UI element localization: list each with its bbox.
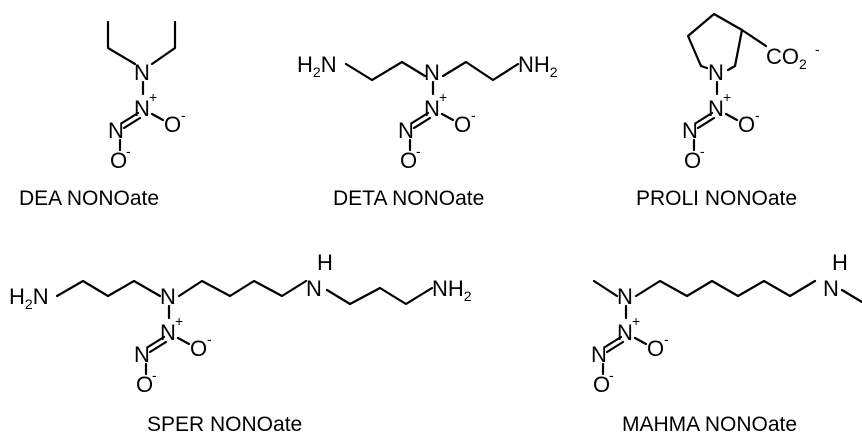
bond	[694, 111, 714, 125]
bond	[440, 112, 455, 122]
bond	[603, 335, 623, 349]
caption-proli-nonoate: PROLI NONOate	[636, 187, 797, 210]
atom-o-minus: O	[110, 148, 127, 173]
caption-mahma-nonoate: MAHMA NONOate	[622, 413, 797, 434]
atom-h2n: H2N	[297, 52, 337, 80]
charge-minus: -	[664, 331, 669, 347]
atom-amine-n: N	[134, 60, 150, 85]
charge-minus: -	[815, 41, 820, 57]
atom-nplus: N	[708, 96, 724, 121]
bond	[634, 279, 817, 298]
charge-plus: +	[149, 89, 157, 105]
atom-o-minus: O	[190, 336, 207, 361]
structure-dea-nonoate: N N + O - N O - DEA NONOate	[19, 20, 186, 210]
charge-minus: -	[609, 367, 614, 383]
structure-proli-nonoate: N CO2 - N + O - N O - PROLI NONOate	[636, 12, 820, 210]
atom-h: H	[832, 250, 848, 275]
caption-sper-nonoate: SPER NONOate	[147, 413, 302, 434]
charge-minus: -	[126, 143, 131, 159]
atom-o-minus: O	[647, 336, 664, 361]
atom-o-minus: O	[164, 112, 181, 137]
charge-minus: -	[181, 107, 186, 123]
atom-nh2: NH2	[518, 52, 558, 80]
bond	[686, 12, 744, 68]
atom-n-double: N	[108, 118, 124, 143]
atom-o-minus: O	[136, 372, 153, 397]
bond	[740, 28, 768, 48]
charge-minus: -	[755, 107, 760, 123]
bond	[344, 60, 427, 82]
bond	[441, 60, 520, 82]
atom-nplus: N	[134, 96, 150, 121]
atom-amine-n: N	[160, 284, 176, 309]
atom-o-minus: O	[738, 112, 755, 137]
atom-amine-n: N	[617, 284, 633, 309]
bond	[120, 111, 140, 125]
charge-minus: -	[152, 367, 157, 383]
bond	[699, 64, 709, 70]
atom-o-minus: O	[400, 148, 417, 173]
atom-nh-n: N	[306, 276, 322, 301]
atom-n-double: N	[398, 118, 414, 143]
bond	[177, 279, 308, 298]
atom-nh2: NH2	[432, 276, 472, 304]
charge-plus: +	[632, 313, 640, 329]
charge-plus: +	[439, 89, 447, 105]
charge-plus: +	[175, 313, 183, 329]
charge-minus: -	[700, 143, 705, 159]
structure-mahma-nonoate: N H N N + O - N O - MAHMA NONOate	[591, 250, 862, 434]
charge-minus: -	[416, 143, 421, 159]
bond	[325, 286, 434, 306]
bond	[840, 288, 862, 304]
charge-plus: +	[723, 89, 731, 105]
bond	[148, 340, 168, 354]
bond	[592, 279, 619, 298]
structure-sper-nonoate: H2N N H N NH2 N + O - N O - SPER NONOate	[9, 250, 472, 434]
bond	[696, 116, 716, 130]
caption-deta-nonoate: DETA NONOate	[333, 187, 484, 210]
bond	[150, 20, 177, 66]
atom-n-double: N	[682, 118, 698, 143]
atom-nh-n: N	[823, 276, 839, 301]
bond	[726, 64, 737, 72]
bond	[122, 116, 142, 130]
atom-n-double: N	[591, 342, 607, 367]
atom-h: H	[317, 250, 333, 275]
atom-ring-n: N	[708, 60, 724, 85]
atom-nplus: N	[424, 96, 440, 121]
charge-minus: -	[471, 107, 476, 123]
caption-dea-nonoate: DEA NONOate	[19, 187, 159, 210]
atom-amine-n: N	[424, 60, 440, 85]
bond	[55, 279, 162, 298]
bond	[633, 336, 648, 346]
bond	[146, 335, 166, 349]
atom-n-double: N	[134, 342, 150, 367]
atom-o-minus: O	[454, 112, 471, 137]
bond	[106, 20, 137, 66]
bond	[412, 116, 432, 130]
atom-nplus: N	[617, 320, 633, 345]
atom-o-minus: O	[684, 148, 701, 173]
atom-o-minus: O	[593, 372, 610, 397]
charge-minus: -	[207, 331, 212, 347]
bond	[410, 111, 430, 125]
atom-nplus: N	[160, 320, 176, 345]
atom-h2n: H2N	[9, 284, 49, 312]
atom-co2: CO2	[766, 44, 807, 72]
bond	[176, 336, 191, 346]
structure-deta-nonoate: H2N N NH2 N + O - N O - DETA NONOate	[297, 52, 558, 210]
bond	[724, 112, 739, 122]
bond	[605, 340, 625, 354]
bond	[150, 112, 165, 122]
